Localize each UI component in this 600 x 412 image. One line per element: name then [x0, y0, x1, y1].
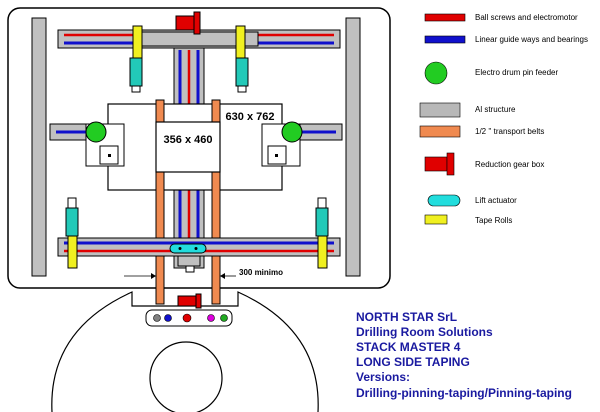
legend-swatch-gear-box	[424, 156, 448, 172]
legend-swatch-belt	[419, 125, 461, 138]
right-transport-belt	[211, 99, 221, 305]
versions-list: Drilling-pinning-taping/Pinning-taping	[356, 386, 572, 400]
panel-large-dimension: 630 x 762	[226, 111, 275, 123]
top-lift-right-cap	[237, 85, 247, 93]
bottom-lift-right-cap	[317, 197, 327, 209]
left-pin-feeder	[85, 121, 107, 143]
min-distance-arrow-right	[220, 273, 225, 279]
legend-swatch-lift-actuator	[427, 194, 461, 207]
top-lift-left	[129, 57, 143, 87]
versions-label: Versions:	[356, 370, 411, 384]
top-lift-left-cap	[131, 85, 141, 93]
central-carriage	[177, 255, 201, 267]
top-tape-roll-left	[132, 25, 143, 59]
right-al-structure	[345, 17, 361, 277]
legend-label-al-structure: Al structure	[475, 105, 516, 114]
left-transport-belt	[155, 99, 165, 305]
legend-label-belt: 1/2 '' transport belts	[475, 127, 545, 136]
bottom-gear-box-flange	[195, 293, 202, 309]
bottom-lift-right	[315, 207, 329, 237]
legend-swatch-tape-roll	[424, 214, 448, 225]
panel-small	[155, 121, 221, 173]
bottom-tape-roll-left	[67, 235, 78, 269]
legend-label-lift-actuator: Lift actuator	[475, 196, 517, 205]
min-distance-arrow-left	[151, 273, 156, 279]
right-pin-feeder	[281, 121, 303, 143]
legend-label-tape-roll: Tape Rolls	[475, 216, 513, 225]
top-gear-box-flange	[193, 11, 201, 35]
bottom-gear-box	[177, 295, 197, 307]
bottom-lift-left-cap	[67, 197, 77, 209]
central-lift-dot-right	[194, 247, 198, 250]
legend-swatch-gear-box-flange	[446, 152, 455, 176]
bottom-lift-left	[65, 207, 79, 237]
central-carriage-base	[185, 265, 195, 273]
legend-label-ball-screw: Ball screws and electromotor	[475, 13, 578, 22]
company-division: Drilling Room Solutions	[356, 325, 493, 339]
bottom-tape-roll-right	[317, 235, 328, 269]
machine-model: STACK MASTER 4	[356, 340, 461, 354]
legend-label-pin-feeder: Electro drum pin feeder	[475, 68, 559, 77]
left-al-structure	[31, 17, 47, 277]
legend-swatch-ball-screw	[424, 13, 466, 22]
top-tape-roll-right	[235, 25, 246, 59]
legend-label-gear-box: Reduction gear box	[475, 160, 545, 169]
legend-swatch-guide	[424, 35, 466, 44]
top-lift-right	[235, 57, 249, 87]
legend-label-guide: Linear guide ways and bearings	[475, 35, 588, 44]
min-distance-label: 300 minimo	[239, 268, 283, 277]
top-gear-box	[175, 15, 195, 31]
right-pin-unit-dot	[275, 154, 278, 157]
central-lift-dot-left	[178, 247, 182, 250]
control-button-blue	[164, 314, 172, 322]
central-lift-actuator	[169, 243, 207, 254]
taping-mode: LONG SIDE TAPING	[356, 355, 470, 369]
legend-swatch-al-structure	[419, 102, 461, 118]
left-pin-unit-dot	[108, 154, 111, 157]
control-button-green	[220, 314, 228, 322]
panel-small-dimension: 356 x 460	[164, 134, 213, 146]
control-button-grey	[153, 314, 161, 322]
control-button-magenta	[207, 314, 215, 322]
legend-swatch-pin-feeder	[424, 61, 448, 85]
company-name: NORTH STAR SrL	[356, 310, 458, 324]
drum-circle	[149, 341, 223, 412]
control-button-red	[182, 313, 192, 323]
